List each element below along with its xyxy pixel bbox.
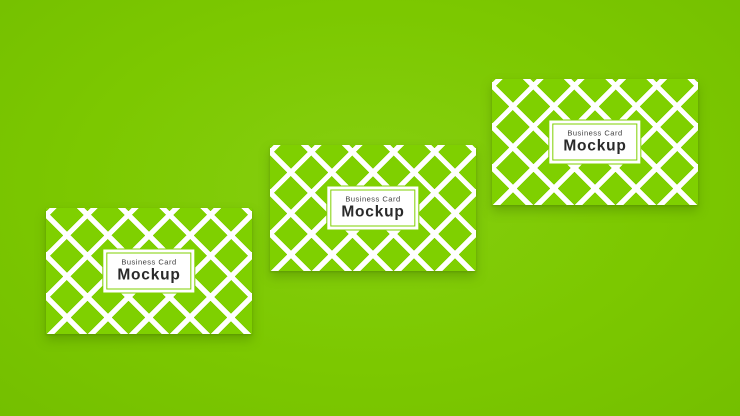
card-label: Business Card Mockup [549,120,641,164]
card-label-box: Business Card Mockup [330,189,416,227]
card-subtitle: Business Card [345,194,401,204]
card-title: Mockup [341,203,405,221]
business-card-middle: Business Card Mockup [270,145,476,271]
card-label-box: Business Card Mockup [552,123,638,161]
card-title: Mockup [563,137,627,155]
card-label-box: Business Card Mockup [106,252,192,290]
card-label: Business Card Mockup [327,186,419,230]
card-label: Business Card Mockup [103,249,195,293]
business-card-left: Business Card Mockup [46,208,252,334]
business-card-right: Business Card Mockup [492,79,698,205]
card-title: Mockup [117,266,181,284]
card-subtitle: Business Card [121,257,177,267]
card-subtitle: Business Card [567,128,623,138]
